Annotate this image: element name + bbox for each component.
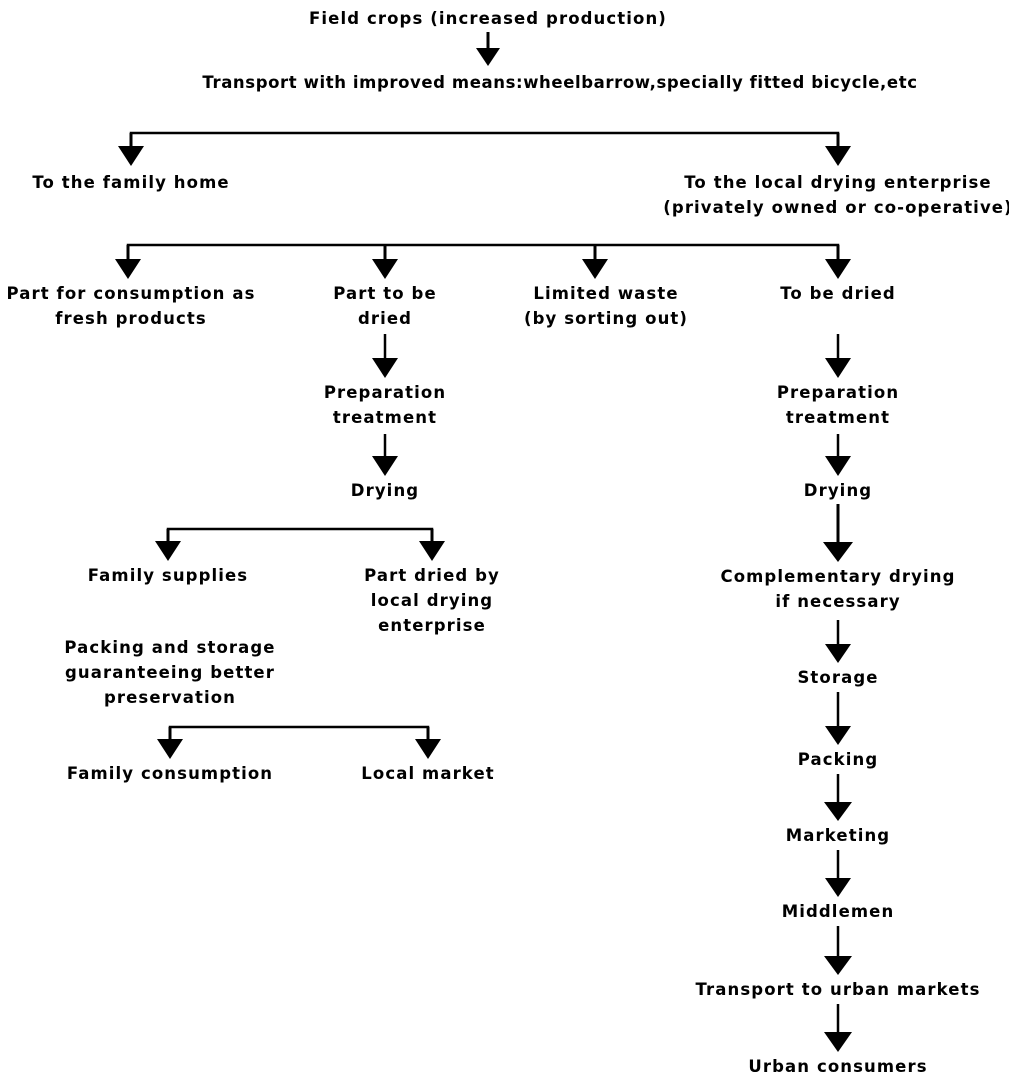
node-fresh-consumption: Part for consumption as fresh products — [6, 284, 256, 328]
node-to-be-dried: To be dried — [780, 284, 896, 303]
edge-four-way-split — [115, 243, 851, 279]
node-local-drying-enterprise: To the local drying enterprise (privatel… — [663, 173, 1009, 217]
edge-tobedried-to-prep-right — [825, 334, 851, 378]
node-marketing: Marketing — [785, 826, 891, 845]
node-field-crops: Field crops (increased production) — [309, 9, 667, 28]
edge-transport-split — [118, 131, 851, 166]
node-packing: Packing — [797, 750, 879, 769]
node-family-supplies: Family supplies — [87, 566, 249, 585]
edge-complementary-to-storage — [825, 620, 851, 663]
node-drying-left: Drying — [350, 481, 420, 500]
node-family-consumption: Family consumption — [66, 764, 274, 783]
node-storage: Storage — [797, 668, 879, 687]
node-part-to-be-dried: Part to be dried — [333, 284, 437, 328]
node-urban-consumers: Urban consumers — [748, 1057, 928, 1076]
edge-part-dried-to-prep-left — [372, 334, 398, 378]
edge-marketing-to-middlemen — [825, 850, 851, 897]
edge-storage-to-packing — [825, 692, 851, 745]
node-transport-urban: Transport to urban markets — [695, 980, 981, 999]
node-prep-treatment-right: Preparation treatment — [776, 383, 900, 427]
node-drying-right: Drying — [803, 481, 873, 500]
node-limited-waste: Limited waste (by sorting out) — [523, 284, 689, 328]
node-transport-improved: Transport with improved means:wheelbarro… — [202, 73, 918, 92]
edge-prep-to-drying-right — [825, 434, 851, 476]
node-family-home: To the family home — [32, 173, 230, 192]
edge-transport-urban-to-consumers — [824, 1004, 852, 1052]
edge-drying-to-complementary — [823, 504, 853, 562]
edge-packing-storage-split — [157, 725, 441, 759]
edge-packing-to-marketing — [824, 774, 852, 821]
node-middlemen: Middlemen — [781, 902, 895, 921]
node-prep-treatment-left: Preparation treatment — [323, 383, 447, 427]
edge-field-crops-to-transport — [476, 32, 500, 66]
edge-middlemen-to-transport-urban — [824, 926, 852, 975]
node-local-market: Local market — [361, 764, 495, 783]
node-part-dried-by-local: Part dried by local drying enterprise — [364, 566, 500, 635]
node-complementary-drying: Complementary drying if necessary — [720, 567, 956, 611]
node-packing-storage: Packing and storage guaranteeing better … — [64, 638, 276, 707]
edge-prep-to-drying-left — [372, 434, 398, 476]
edge-drying-left-split — [155, 527, 445, 561]
